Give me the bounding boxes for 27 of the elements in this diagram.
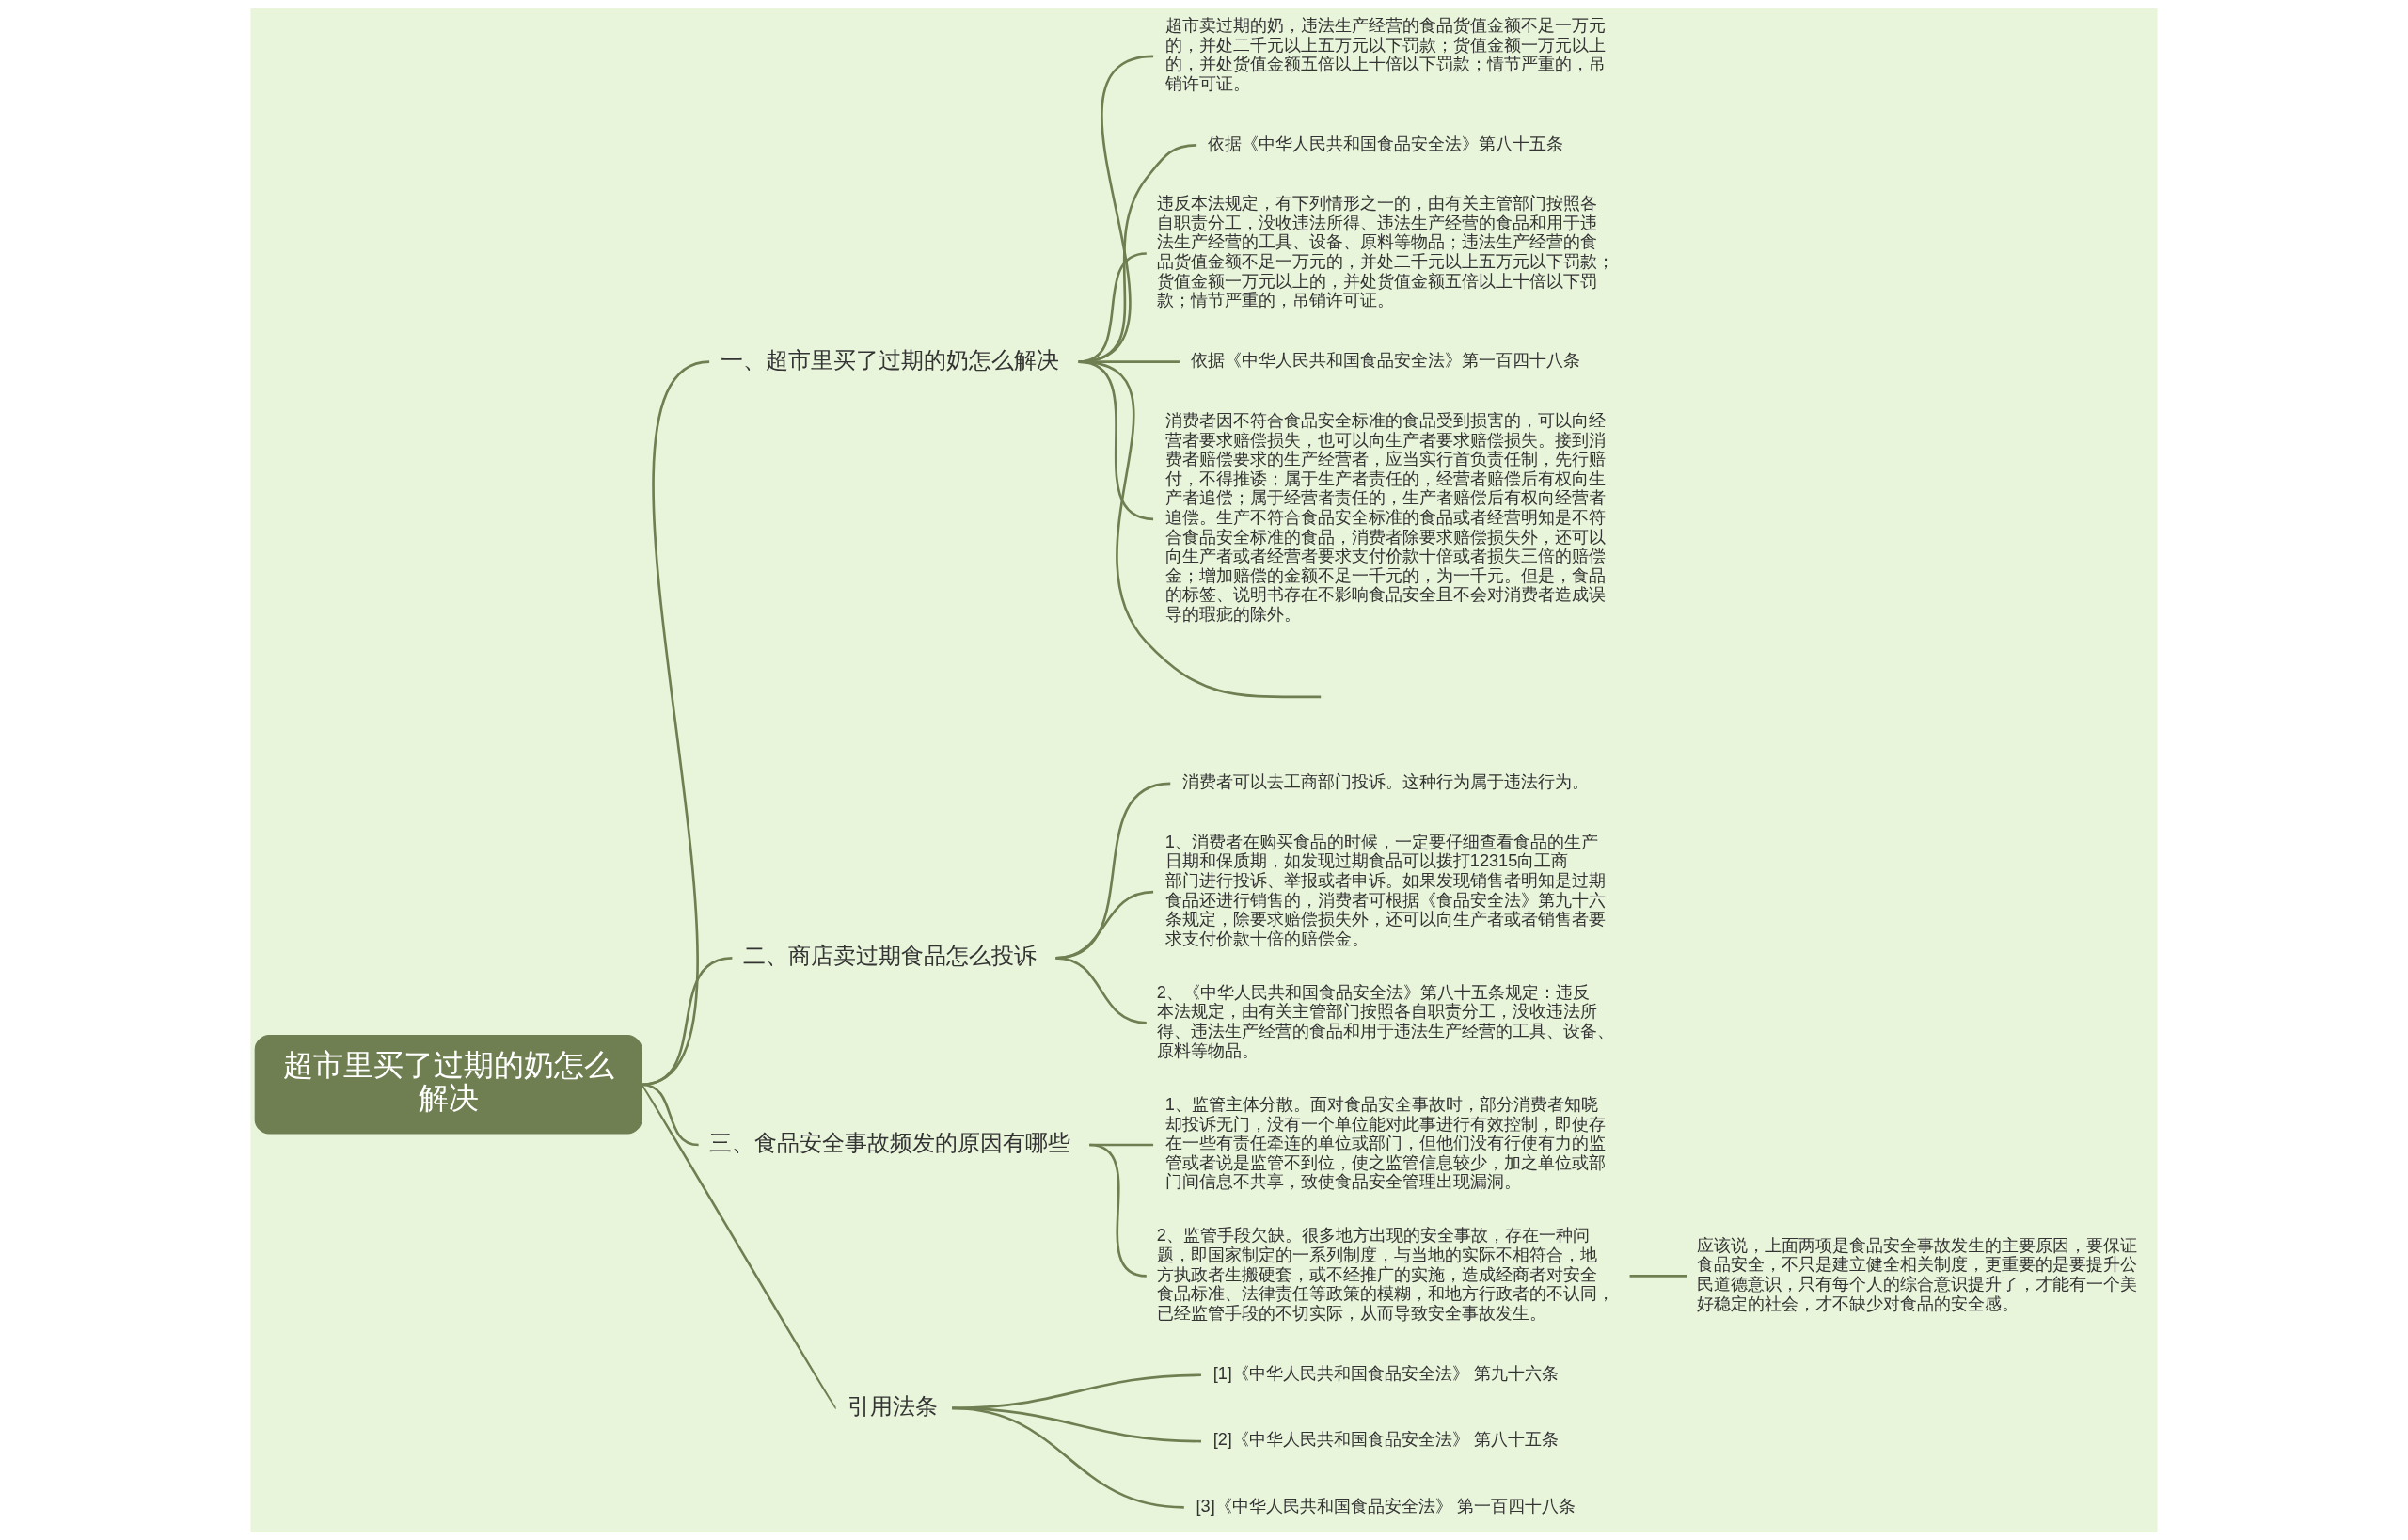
node-text: 应该说，上面两项是食品安全事故发生的主要原因，要保证食品安全，不只是建立健全相关制度，更重要的是要提升公民道德意识，只有每个人的综合意识提升了，才能有一个美好稳定的社会，才不缺少对食品的安全感。 bbox=[1697, 1235, 2138, 1313]
node-text: 1、监管主体分散。面对食品安全事故时，部分消费者知晓却投诉无门，没有一个单位能对此事进行有效控制，即使存在一些有责任牵连的单位或部门，但他们没有行使有力的监管或者说是监管不到位，使之监管信息较少，加之单位或部门间信息不共享，致使食品安全管理出现漏洞。 bbox=[1164, 1094, 1606, 1191]
connector bbox=[641, 956, 733, 1086]
connector bbox=[1055, 956, 1147, 1024]
node-text: 超市卖过期的奶，违法生产经营的食品货值金额不足一万元的，并处二千元以上五万元以下罚款；货值金额一万元以上的，并处货值金额五倍以上十倍以下罚款；情节严重的，吊销许可证。 bbox=[1164, 15, 1606, 93]
node-text: [3]《中华人民共和国食品安全法》 第一百四十八条 bbox=[1196, 1496, 1576, 1516]
node-text: 消费者因不符合食品安全标准的食品受到损害的，可以向经营者要求赔偿损失，也可以向生产者要求赔偿损失。接到消费者赔偿要求的生产经营者，应当实行首负责任制，先行赔付，不得推诿；属于生产者责任的，经营者赔偿后有权向生产者追偿；属于经营者责任的，生产者赔偿后有权向经营者追偿。生产不符合食品安全标准的食品或者经营明知是不符合食品安全标准的食品，消费者除要求赔偿损失外，还可以向生产者或者经营者要求支付价款十倍或者损失三倍的赔偿金；增加赔偿的金额不足一千元的，为一千元。但是，食品的标签、说明书存在不影响食品安全且不会对消费者造成误导的瑕疵的除外。 bbox=[1164, 410, 1606, 624]
connector bbox=[1078, 359, 1322, 698]
node-text: 消费者可以去工商部门投诉。这种行为属于违法行为。 bbox=[1181, 771, 1589, 791]
connector bbox=[641, 1083, 699, 1146]
node-text: 1、消费者在购买食品的时候，一定要仔细查看食品的生产日期和保质期，如发现过期食品可以拨打12315向工商部门进行投诉、举报或者申诉。如果发现销售者明知是过期食品还进行销售的，消费者可根据《食品安全法》第九十六条规定，除要求赔偿损失外，还可以向生产者或者销售者要求支付价款十倍的赔偿金。 bbox=[1164, 832, 1606, 948]
node-box: 超市里买了过期的奶怎么解决 bbox=[254, 1034, 642, 1135]
connector bbox=[952, 1406, 1184, 1509]
node-text: 违反本法规定，有下列情形之一的，由有关主管部门按照各自职责分工，没收违法所得、违法生产经营的食品和用于违法生产经营的工具、设备、原料等物品；违法生产经营的食品货值金额不足一万元的，并处二千元以上五万元以下罚款；货值金额一万元以上的，并处货值金额五倍以上十倍以下罚款；情节严重的，吊销许可证。 bbox=[1156, 193, 1614, 310]
node-text: 一、超市里买了过期的奶怎么解决 bbox=[721, 346, 1060, 373]
connector bbox=[1629, 1274, 1687, 1278]
node-text: [1]《中华人民共和国食品安全法》 第九十六条 bbox=[1212, 1363, 1559, 1383]
connector bbox=[640, 1083, 837, 1409]
node-text: [2]《中华人民共和国食品安全法》 第八十五条 bbox=[1212, 1429, 1559, 1449]
node-text: 依据《中华人民共和国食品安全法》第一百四十八条 bbox=[1191, 350, 1581, 370]
node-text: 三、食品安全事故频发的原因有哪些 bbox=[708, 1129, 1070, 1155]
connector bbox=[1088, 1143, 1148, 1278]
node-text: 依据《中华人民共和国食品安全法》第八十五条 bbox=[1208, 134, 1564, 153]
node-text: 2、《中华人民共和国食品安全法》第八十五条规定：违反本法规定，由有关主管部门按照各自职责分工，没收违法所得、违法生产经营的食品和用于违法生产经营的工具、设备、原料等物品。 bbox=[1156, 982, 1614, 1060]
node-text: 二、商店卖过期食品怎么投诉 bbox=[743, 942, 1038, 968]
node-text: 2、监管手段欠缺。很多地方出现的安全事故，存在一种问题，即国家制定的一系列制度，与当地的实际不相符合，地方执政者生搬硬套，或不经推广的实施，造成经商者对安全食品标准、法律责任等政策的模糊，和地方行政者的不认同，已经监管手段的不切实际，从而导致安全事故发生。 bbox=[1156, 1225, 1614, 1323]
node-text: 引用法条 bbox=[847, 1392, 938, 1419]
